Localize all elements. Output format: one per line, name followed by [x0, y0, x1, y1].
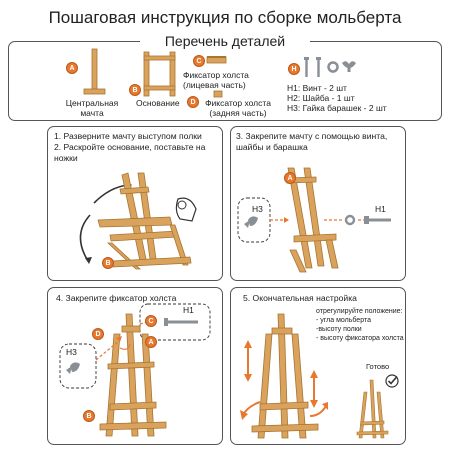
part-b-label: Основание — [136, 98, 180, 108]
part-d-label: Фиксатор холста (задняя часть) — [202, 98, 274, 118]
step1-line1: 1. Разверните мачту выступом полки — [54, 131, 205, 142]
hardware-list: H1: Винт - 2 шт H2: Шайба - 1 шт H3: Гай… — [287, 83, 387, 113]
step1-line2: 2. Раскройте основание, поставьте на — [54, 142, 205, 153]
step3-h1-label: H1 — [375, 204, 386, 214]
part-a-badge: A — [66, 62, 78, 74]
step1-text: 1. Разверните мачту выступом полки 2. Ра… — [54, 131, 205, 164]
step3-line2: шайбы и барашка — [236, 142, 387, 153]
part-h-badge: H — [288, 63, 300, 75]
part-d-badge: D — [187, 96, 199, 108]
part-c-label-line2: (лицевая часть) — [183, 80, 249, 90]
step5-note2: - угла мольберта — [316, 316, 404, 325]
base-illustration — [140, 50, 180, 98]
step4-illustration — [50, 304, 220, 444]
canvas-holder-back-illustration — [214, 91, 222, 97]
part-b-badge: B — [129, 84, 141, 96]
step1-b-badge: B — [102, 257, 114, 269]
step3-illustration — [232, 160, 404, 278]
mast-illustration — [80, 47, 110, 97]
parts-heading: Перечень деталей — [140, 33, 310, 49]
part-d-label-line1: Фиксатор холста — [202, 98, 274, 108]
step3-h3-label: H3 — [252, 204, 263, 214]
step4-text: 4. Закрепите фиксатор холста — [56, 293, 176, 304]
step1-line3: ножки — [54, 153, 205, 164]
part-a-label-line1: Центральная — [62, 98, 122, 108]
step4-h1-label: H1 — [183, 305, 194, 315]
canvas-holder-front-illustration — [206, 55, 228, 65]
step4-d-badge: D — [92, 328, 104, 340]
step4-c-badge: C — [145, 315, 157, 327]
step4-b-badge: B — [83, 410, 95, 422]
step3-line1: 3. Закрепите мачту с помощью винта, — [236, 131, 387, 142]
hardware-h1: H1: Винт - 2 шт — [287, 83, 387, 93]
part-a-label: Центральная мачта — [62, 98, 122, 118]
part-c-badge: C — [193, 55, 205, 67]
step4-h3-label: H3 — [66, 347, 77, 357]
step3-a-badge: A — [284, 172, 296, 184]
hardware-illustration — [300, 57, 362, 79]
page-title: Пошаговая инструкция по сборке мольберта — [0, 8, 450, 28]
step4-a-badge: A — [145, 336, 157, 348]
step5-note4: - высоту фиксатора холста — [316, 334, 404, 343]
step5-note1: отрегулируйте положение: — [316, 307, 404, 316]
step3-text: 3. Закрепите мачту с помощью винта, шайб… — [236, 131, 387, 153]
step5-note3: -высоту полки — [316, 325, 404, 334]
part-a-label-line2: мачта — [62, 108, 122, 118]
part-d-label-line2: (задняя часть) — [202, 108, 274, 118]
step5-note: отрегулируйте положение: - угла мольберт… — [316, 307, 404, 343]
step5-text: 5. Окончательная настройка — [243, 293, 357, 304]
part-c-label: Фиксатор холста (лицевая часть) — [183, 70, 249, 90]
step5-done-label: Готово — [366, 362, 389, 372]
part-c-label-line1: Фиксатор холста — [183, 70, 249, 80]
step1-illustration — [50, 165, 220, 277]
hardware-h2: H2: Шайба - 1 шт — [287, 93, 387, 103]
hardware-h3: H3: Гайка барашек - 2 шт — [287, 103, 387, 113]
finished-easel-illustration — [352, 378, 392, 440]
